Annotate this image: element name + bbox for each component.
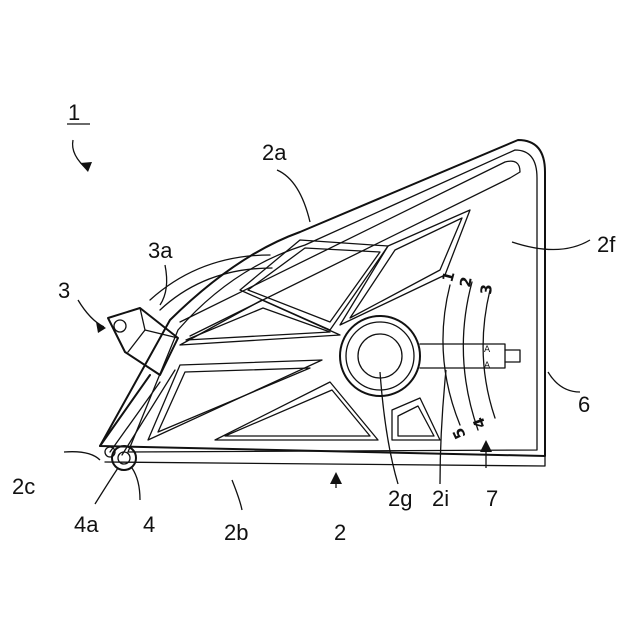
scale-mark-3: 3 xyxy=(477,283,496,295)
pointer-mark-top: A xyxy=(484,345,491,355)
scale-mark-2: 2 xyxy=(456,275,476,288)
boss xyxy=(340,316,420,396)
pointer-mark-bottom: A xyxy=(484,361,491,371)
label-7: 7 xyxy=(486,486,498,511)
label-3: 3 xyxy=(58,278,70,303)
base-plate xyxy=(100,140,545,466)
label-2b: 2b xyxy=(224,520,248,545)
label-3a: 3a xyxy=(148,238,173,263)
slot xyxy=(420,344,520,368)
scale-mark-4: 4 xyxy=(469,415,489,431)
scale: 1 2 3 5 4 xyxy=(438,269,495,442)
scale-mark-1: 1 xyxy=(438,269,458,284)
label-2a: 2a xyxy=(262,140,287,165)
label-4a: 4a xyxy=(74,512,99,537)
left-arm xyxy=(100,370,175,455)
pivot xyxy=(105,446,136,470)
rib-openings xyxy=(148,210,470,440)
label-2: 2 xyxy=(334,520,346,545)
label-2i: 2i xyxy=(432,486,449,511)
label-1: 1 xyxy=(68,100,80,125)
scale-mark-5: 5 xyxy=(449,425,470,442)
clip xyxy=(108,308,178,375)
label-4: 4 xyxy=(143,512,155,537)
pointer-marks: A A xyxy=(484,345,491,371)
label-2f: 2f xyxy=(597,232,616,257)
label-6: 6 xyxy=(578,392,590,417)
label-2c: 2c xyxy=(12,474,35,499)
label-2g: 2g xyxy=(388,486,412,511)
